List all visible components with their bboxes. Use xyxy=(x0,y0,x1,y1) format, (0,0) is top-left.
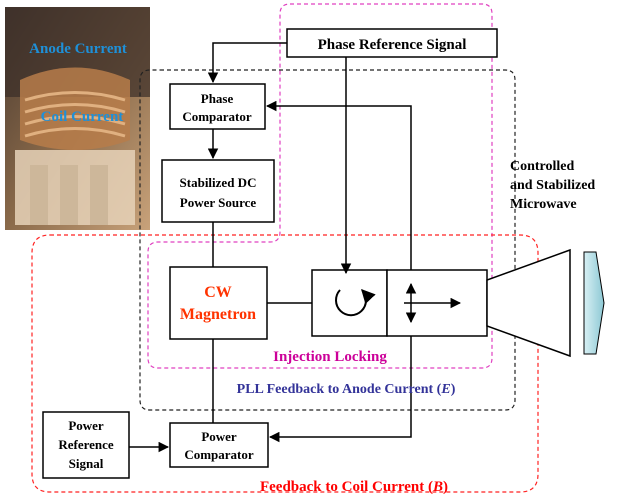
phase-ref-to-comparator-arrow xyxy=(207,42,287,84)
phase-comparator-block: Phase Comparator xyxy=(169,83,266,130)
signal-connections xyxy=(129,42,412,453)
power-reference-line2: Reference xyxy=(58,437,114,452)
coil-current-label: Coil Current xyxy=(41,109,124,125)
pll-feedback-label: PLL Feedback to Anode Current (E) xyxy=(237,382,456,397)
cw-magnetron-line1: CW xyxy=(204,284,232,301)
coupler-to-power-comparator-arrow xyxy=(268,336,412,443)
magnetron-photo: Anode Current Coil Current xyxy=(5,7,150,230)
phase-reference-signal-block: Phase Reference Signal xyxy=(286,28,498,58)
cw-magnetron-line2: Magnetron xyxy=(180,306,256,323)
injection-locking-loop xyxy=(147,3,493,369)
phase-comparator-line2: Comparator xyxy=(182,109,252,124)
stabilized-dc-power-block: Stabilized DC Power Source xyxy=(161,159,275,223)
coupler-to-phase-comparator-arrow xyxy=(265,100,412,270)
output-label-line1: Controlled xyxy=(510,159,575,174)
power-reference-signal-block: Power Reference Signal xyxy=(42,411,130,479)
output-label: Controlled and Stabilized Microwave xyxy=(510,159,595,212)
injection-locking-label: Injection Locking xyxy=(273,349,387,365)
microwave-output-arrow-icon xyxy=(583,251,605,355)
coil-feedback-label: Feedback to Coil Current (B) xyxy=(260,479,448,495)
phase-reference-label: Phase Reference Signal xyxy=(318,37,467,53)
power-reference-line1: Power xyxy=(68,418,104,433)
cw-magnetron-block: CW Magnetron xyxy=(169,266,268,340)
circulator-block xyxy=(311,269,388,337)
output-label-line3: Microwave xyxy=(510,197,577,212)
power-reference-line3: Signal xyxy=(69,456,104,471)
circulator-arrow-icon xyxy=(335,288,376,317)
coil-feedback-loop xyxy=(31,234,539,493)
power-comparator-block: Power Comparator xyxy=(169,422,269,468)
output-label-line2: and Stabilized xyxy=(510,178,595,193)
anode-current-label: Anode Current xyxy=(29,41,127,57)
stabilized-dc-line2: Power Source xyxy=(180,195,257,210)
phase-comparator-line1: Phase xyxy=(201,91,234,106)
pll-feedback-loop xyxy=(139,69,516,411)
power-comparator-line2: Comparator xyxy=(184,447,254,462)
horn-antenna xyxy=(486,248,571,358)
stabilized-dc-line1: Stabilized DC xyxy=(180,175,257,190)
directional-coupler-block xyxy=(386,269,488,337)
power-comparator-line1: Power xyxy=(201,429,237,444)
